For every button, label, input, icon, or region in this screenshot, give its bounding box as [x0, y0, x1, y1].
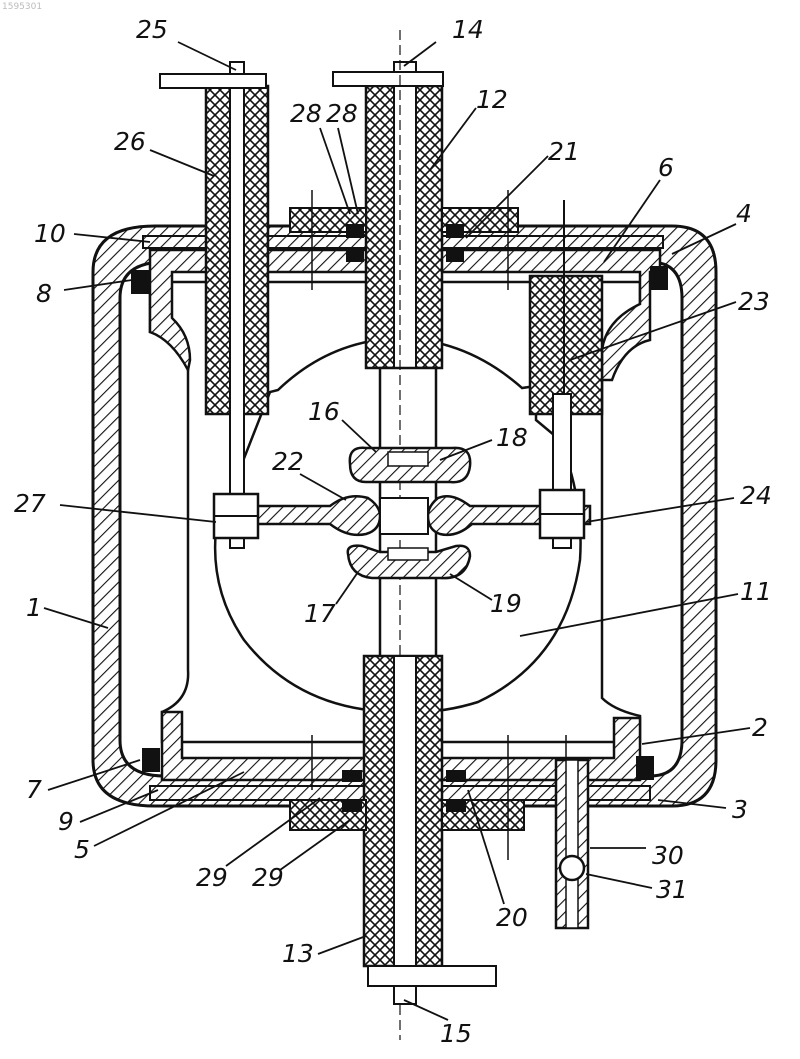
label-13: 13 — [282, 939, 314, 968]
label-29b: 29 — [252, 863, 284, 892]
seal-8 — [131, 270, 149, 294]
seal-28-left-lower — [346, 250, 364, 262]
label-21: 21 — [548, 137, 580, 166]
left-rod — [230, 62, 244, 548]
label-12: 12 — [476, 85, 508, 114]
bottom-crossbar — [368, 966, 496, 986]
label-6: 6 — [658, 153, 674, 182]
gas-tube-bore — [566, 760, 578, 928]
bottom-rod — [394, 656, 416, 1004]
label-16: 16 — [308, 397, 340, 426]
label-30: 30 — [652, 841, 684, 870]
seal-29-lower — [342, 800, 362, 812]
label-28b: 28 — [326, 99, 358, 128]
seal-2 — [636, 756, 654, 780]
ball-valve — [560, 856, 584, 880]
label-2: 2 — [752, 713, 768, 742]
label-15: 15 — [440, 1019, 472, 1048]
seal-28-right — [446, 224, 464, 238]
middle-disc-hub — [380, 498, 428, 534]
label-25: 25 — [136, 15, 168, 44]
label-3: 3 — [732, 795, 748, 824]
corner-id-text: 1595301 — [2, 2, 42, 12]
label-14: 14 — [452, 15, 484, 44]
left-crossbar — [160, 74, 266, 88]
lower-electrode-insert — [388, 548, 428, 560]
seal-28-right-lower — [446, 250, 464, 262]
label-4: 4 — [736, 199, 752, 228]
label-7: 7 — [26, 775, 42, 804]
seal-20-lower — [446, 800, 466, 812]
label-17: 17 — [304, 599, 336, 628]
seal-20-upper — [446, 770, 466, 782]
seal-7 — [142, 748, 160, 772]
label-8: 8 — [36, 279, 52, 308]
label-11: 11 — [740, 577, 772, 606]
upper-electrode-insert — [388, 452, 428, 466]
label-20: 20 — [496, 903, 528, 932]
label-29a: 29 — [196, 863, 228, 892]
label-23: 23 — [738, 287, 770, 316]
top-crossbar — [333, 72, 443, 86]
label-28a: 28 — [290, 99, 322, 128]
label-5: 5 — [74, 835, 90, 864]
label-19: 19 — [490, 589, 522, 618]
label-9: 9 — [58, 807, 74, 836]
label-18: 18 — [496, 423, 528, 452]
label-26: 26 — [114, 127, 146, 156]
seal-4 — [650, 266, 668, 290]
label-24: 24 — [740, 481, 772, 510]
seal-29-upper — [342, 770, 362, 782]
label-1: 1 — [26, 593, 42, 622]
label-31: 31 — [656, 875, 688, 904]
seal-28-left — [346, 224, 364, 238]
label-10: 10 — [34, 219, 66, 248]
label-22: 22 — [272, 447, 304, 476]
label-27: 27 — [14, 489, 46, 518]
top-rod — [394, 62, 416, 368]
